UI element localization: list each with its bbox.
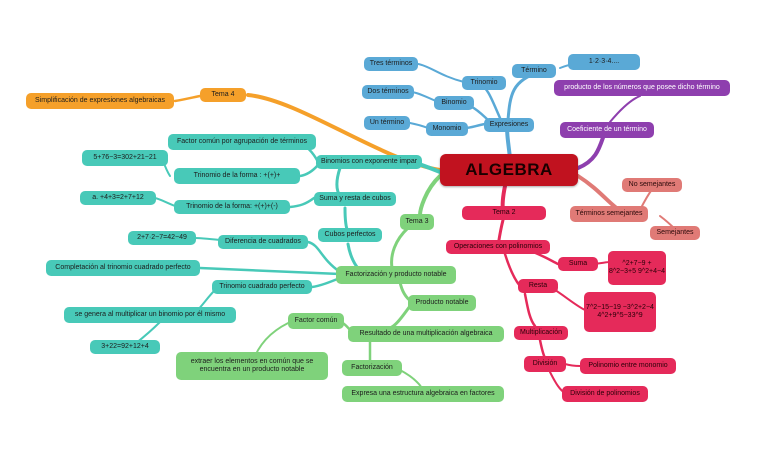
node-coeficiente-desc[interactable]: producto de los números que posee dicho … — [554, 80, 730, 96]
connector — [288, 196, 316, 209]
connector — [388, 304, 412, 330]
connector — [523, 292, 537, 328]
node-termino[interactable]: Término — [512, 64, 556, 78]
node-cubos-perfectos[interactable]: Cubos perfectos — [318, 228, 382, 242]
node-completacion[interactable]: Completación al trinomio cuadrado perfec… — [46, 260, 200, 276]
node-operaciones[interactable]: Operaciones con polinomios — [446, 240, 550, 254]
node-dos-terminos[interactable]: Dos términos — [362, 85, 414, 99]
node-ejemplo2[interactable]: a. +4+3=2+7+12 — [80, 191, 156, 205]
node-multiplicacion[interactable]: Multiplicación — [514, 326, 568, 340]
node-trinomio[interactable]: Trinomio — [462, 76, 506, 90]
node-simplificacion[interactable]: Simplificación de expresiones algebraica… — [26, 93, 174, 109]
node-resta[interactable]: Resta — [518, 279, 558, 293]
node-coeficiente[interactable]: Coeficiente de un término — [560, 122, 654, 138]
node-tres-terminos[interactable]: Tres términos — [364, 57, 418, 71]
node-trinomio-forma2[interactable]: Trinomio de la forma: +(+)+(-) — [174, 200, 290, 214]
node-ejemplo1[interactable]: 5+76−3=302+21−21 — [82, 150, 168, 166]
node-ejemplo4[interactable]: 3+22=92+12+4 — [90, 340, 160, 354]
connector — [609, 95, 641, 123]
connector — [298, 163, 320, 178]
node-diferencia-cuadrados[interactable]: Diferencia de cuadrados — [218, 235, 308, 249]
connector — [194, 237, 221, 241]
connector — [418, 174, 442, 217]
node-resta-value[interactable]: 7^2−15−19 −3^2+2−4 4^2+9^5−33^9 — [584, 292, 656, 332]
connector — [173, 94, 202, 103]
node-extraer-elementos[interactable]: extraer los elementos en común que se en… — [176, 352, 328, 380]
node-ejemplo3[interactable]: 2+7·2−7=42−49 — [128, 231, 196, 245]
node-factorizacion-producto[interactable]: Factorización y producto notable — [336, 266, 456, 284]
node-trinomio-forma1[interactable]: Trinomio de la forma : +(+)+ — [174, 168, 300, 184]
node-termino-value[interactable]: 1·2·3·4.... — [568, 54, 640, 70]
node-suma[interactable]: Suma — [558, 257, 598, 271]
node-semejantes[interactable]: Semejantes — [650, 226, 700, 240]
connector — [564, 363, 581, 367]
node-suma-value[interactable]: ^2+7−9 + 8^2−3+5 9^2+4−4 — [608, 251, 666, 285]
connector — [154, 197, 176, 207]
node-division-polinomios[interactable]: División de polinomios — [562, 386, 648, 402]
node-expresiones[interactable]: Expresiones — [484, 118, 534, 132]
node-binomio[interactable]: Binomio — [434, 96, 474, 110]
node-un-termino[interactable]: Un término — [364, 116, 410, 130]
node-monomio[interactable]: Monomio — [426, 122, 468, 136]
central-topic-algebra[interactable]: ALGEBRA — [440, 154, 578, 186]
connector — [506, 70, 542, 122]
node-expresa-estructura[interactable]: Expresa una estructura algebraica en fac… — [342, 386, 504, 402]
node-tema2[interactable]: Tema 2 — [462, 206, 546, 220]
node-producto-notable[interactable]: Producto notable — [408, 295, 476, 311]
node-factorizacion[interactable]: Factorización — [342, 360, 402, 376]
node-factor-comun[interactable]: Factor común — [288, 313, 344, 329]
node-tema4[interactable]: Tema 4 — [200, 88, 246, 102]
connector — [198, 266, 342, 276]
node-trinomio-cuadrado[interactable]: Trinomio cuadrado perfecto — [212, 280, 312, 294]
node-no-semejantes[interactable]: No semejantes — [622, 178, 682, 192]
node-terminos-semejantes[interactable]: Términos semejantes — [570, 206, 648, 222]
node-binomios-impar[interactable]: Binomios con exponente impar — [316, 155, 422, 169]
node-division[interactable]: División — [524, 356, 566, 372]
node-suma-resta-cubos[interactable]: Suma y resta de cubos — [314, 192, 396, 206]
connector — [551, 287, 586, 311]
connector — [463, 122, 487, 130]
node-resultado-multiplicacion[interactable]: Resultado de una multiplicación algebrai… — [348, 326, 504, 342]
node-genera-binomio[interactable]: se genera al multiplicar un binomio por … — [64, 307, 236, 323]
node-polinomio-monomio[interactable]: Polinomio entre monomio — [580, 358, 676, 374]
connector — [390, 226, 410, 270]
connector — [417, 63, 465, 83]
connector — [306, 240, 342, 274]
node-tema3[interactable]: Tema 3 — [400, 214, 434, 230]
node-factor-agrupacion[interactable]: Factor común por agrupación de términos — [168, 134, 316, 150]
